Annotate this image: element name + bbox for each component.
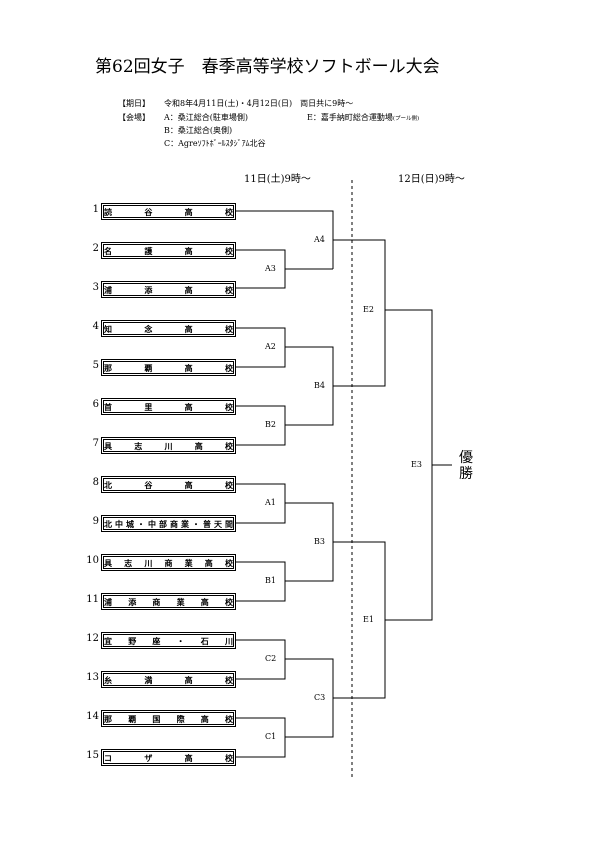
team-box: 浦添商業高校	[101, 593, 236, 610]
team-name: 浦添高校	[104, 285, 233, 295]
team-number: 14	[86, 711, 99, 722]
team-number: 15	[86, 750, 99, 761]
team-box: 読谷高校	[101, 203, 236, 220]
team-number: 7	[92, 438, 99, 449]
match-b2: B2	[265, 420, 276, 429]
venue-e-text: E：嘉手納町総合運動場	[307, 113, 393, 122]
team-number: 3	[92, 282, 99, 293]
venue-e-note: (プール側)	[392, 116, 420, 122]
team-box: 首里高校	[101, 398, 236, 415]
team-box: 宜野座・石川	[101, 632, 236, 649]
champion-label: 優勝	[459, 450, 473, 482]
match-c1: C1	[265, 732, 277, 741]
venue-c: C：Agreｿﾌﾄﾎﾞｰﾙｽﾀｼﾞｱﾑ北谷	[164, 139, 266, 148]
team-name: 具志川高校	[104, 441, 233, 451]
match-e1: E1	[363, 615, 374, 624]
team-name: コザ高校	[104, 753, 233, 763]
match-a4: A4	[314, 235, 325, 244]
team-box: コザ高校	[101, 749, 236, 766]
team-name: 宜野座・石川	[104, 636, 233, 646]
venue-label: 【会場】	[118, 113, 150, 122]
team-number: 12	[86, 633, 99, 644]
team-name: 那覇高校	[104, 363, 233, 373]
match-e3: E3	[411, 460, 422, 469]
date-label: 【期日】	[118, 99, 150, 108]
team-name: 北中城・中部商業・普天間	[104, 519, 233, 529]
day1-label: 11日(土)9時～	[244, 174, 311, 185]
venue-e: E：嘉手納町総合運動場(プール側)	[307, 113, 419, 124]
match-b1: B1	[265, 576, 276, 585]
team-box: 那覇高校	[101, 359, 236, 376]
team-box: 那覇国際高校	[101, 710, 236, 727]
team-number: 10	[86, 555, 99, 566]
team-number: 5	[92, 360, 99, 371]
venue-b: B：桑江総合(奥側)	[164, 126, 233, 135]
team-box: 具志川商業高校	[101, 554, 236, 571]
team-number: 11	[86, 594, 99, 605]
team-name: 具志川商業高校	[104, 558, 233, 568]
match-b3: B3	[314, 537, 325, 546]
team-number: 8	[92, 477, 99, 488]
team-box: 糸満高校	[101, 671, 236, 688]
team-box: 名護高校	[101, 242, 236, 259]
day2-label: 12日(日)9時～	[398, 174, 465, 185]
date-value: 令和8年4月11日(土)・4月12日(日) 両日共に9時～	[164, 99, 354, 108]
team-box: 知念高校	[101, 320, 236, 337]
match-c2: C2	[265, 654, 277, 663]
team-box: 浦添高校	[101, 281, 236, 298]
match-e2: E2	[363, 305, 374, 314]
team-name: 那覇国際高校	[104, 714, 233, 724]
team-box: 北谷高校	[101, 476, 236, 493]
team-number: 1	[92, 204, 99, 215]
match-b4: B4	[314, 381, 325, 390]
team-name: 浦添商業高校	[104, 597, 233, 607]
page-title: 第62回女子 春季高等学校ソフトボール大会	[95, 57, 440, 77]
team-name: 名護高校	[104, 246, 233, 256]
match-a2: A2	[265, 342, 276, 351]
match-a1: A1	[265, 498, 276, 507]
team-number: 13	[86, 672, 99, 683]
venue-a: A：桑江総合(駐車場側)	[164, 113, 249, 122]
team-box: 北中城・中部商業・普天間	[101, 515, 236, 532]
team-name: 知念高校	[104, 324, 233, 334]
team-number: 2	[92, 243, 99, 254]
match-c3: C3	[314, 693, 326, 702]
team-box: 具志川高校	[101, 437, 236, 454]
team-name: 糸満高校	[104, 675, 233, 685]
match-a3: A3	[265, 264, 276, 273]
team-number: 6	[92, 399, 99, 410]
team-name: 首里高校	[104, 402, 233, 412]
team-name: 北谷高校	[104, 480, 233, 490]
team-number: 9	[92, 516, 99, 527]
team-number: 4	[92, 321, 99, 332]
team-name: 読谷高校	[104, 207, 233, 217]
